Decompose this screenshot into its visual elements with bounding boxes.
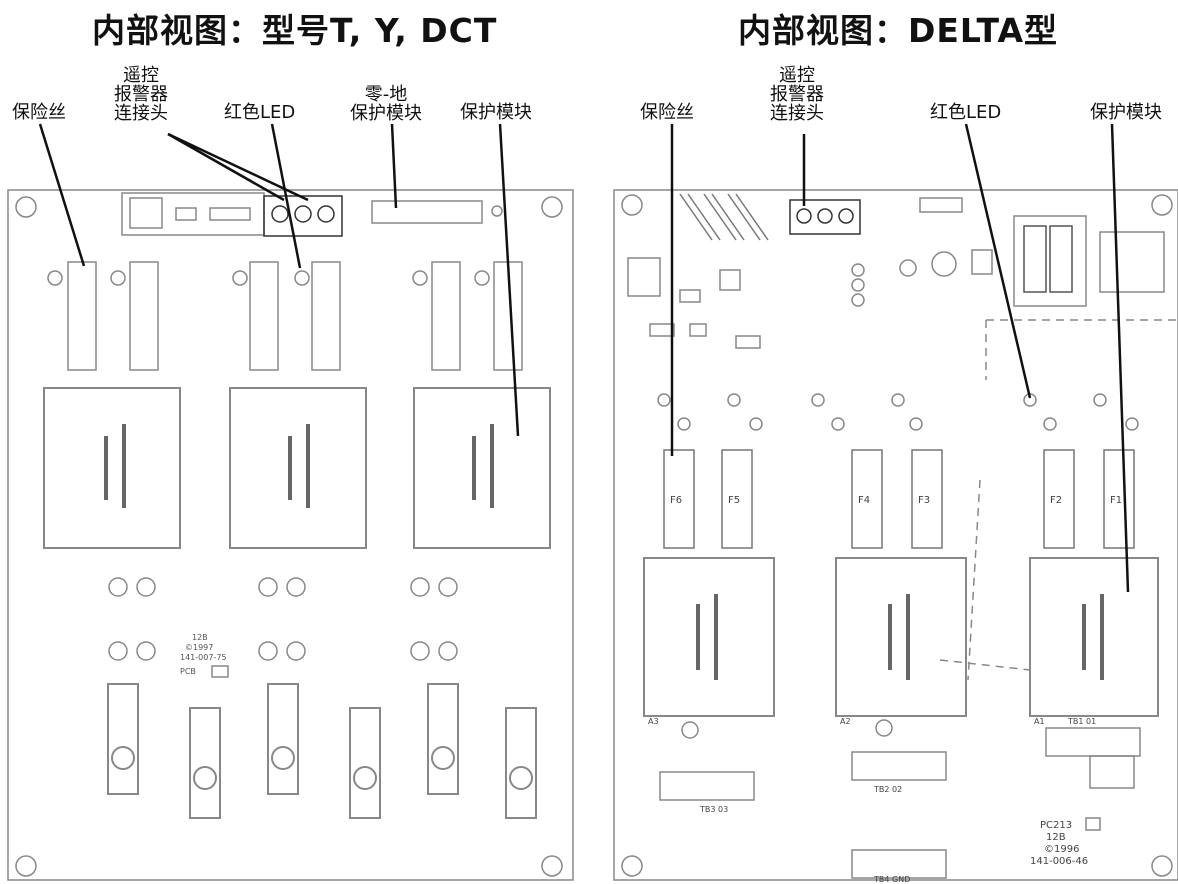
left-label-remote-line1: 遥控	[123, 65, 159, 86]
left-board-outline	[7, 189, 574, 881]
right-protection-modules	[643, 557, 1159, 717]
right-leader-lines	[670, 123, 1130, 593]
right-terminal-strip-tb4	[851, 849, 947, 879]
left-label-fuse: 保险丝	[12, 102, 66, 123]
left-mount-hole-bl	[15, 855, 37, 877]
tb3-label: TB3 03	[699, 805, 728, 814]
left-terminal-block	[263, 195, 343, 237]
left-board	[7, 189, 574, 881]
right-silkscreen: PC213 12B ©1996 141-006-46	[1030, 820, 1088, 867]
module-id-a2: A2	[840, 717, 851, 726]
module-id-a1: A1	[1034, 717, 1045, 726]
right-fuse-labels: F6 F5 F4 F3 F2 F1	[670, 495, 1122, 506]
fuse-label-f4: F4	[858, 495, 870, 506]
right-label-red-led: 红色LED	[930, 102, 1002, 123]
left-ng-module	[371, 200, 483, 224]
left-label-protection-module: 保护模块	[460, 102, 532, 123]
right-label-remote-line2: 报警器	[770, 84, 824, 105]
fuse-label-f3: F3	[918, 495, 930, 506]
right-terminal-strip-tb1	[1045, 727, 1141, 757]
left-label-ng-line1: 零-地	[364, 84, 408, 105]
right-board-outline	[613, 189, 1178, 881]
right-fuses	[663, 449, 1135, 549]
right-silk-3: ©1996	[1044, 844, 1079, 855]
left-protection-modules	[43, 387, 551, 549]
right-label-remote-alarm: 遥控 报警器 连接头	[770, 66, 824, 123]
fuse-label-f2: F2	[1050, 495, 1062, 506]
left-silkscreen: 12B ©1997 141-007-75 PCB	[180, 633, 227, 676]
right-terminal-block	[789, 199, 861, 235]
right-terminal-strip-tb3	[659, 771, 755, 801]
right-leds	[657, 393, 1139, 431]
left-silk-4: PCB	[180, 667, 196, 676]
left-mount-hole-tl	[15, 196, 37, 218]
left-label-remote-alarm: 遥控 报警器 连接头	[114, 66, 168, 123]
right-transformer	[1013, 215, 1087, 307]
right-terminal-labels: TB3 03 TB2 02 TB1 01 TB4 GND	[699, 717, 1096, 884]
left-leader-lines	[38, 123, 520, 437]
left-fuse-holders	[67, 261, 523, 371]
right-label-remote-line1: 遥控	[779, 65, 815, 86]
tb4-label: TB4 GND	[873, 875, 910, 884]
left-silk-2: ©1997	[185, 643, 213, 652]
right-terminal-strip-tb2	[851, 751, 947, 781]
left-silk-3: 141-007-75	[180, 653, 227, 662]
left-label-neutral-ground: 零-地 保护模块	[350, 85, 422, 123]
left-label-remote-line3: 连接头	[114, 103, 168, 124]
module-id-a3: A3	[648, 717, 659, 726]
right-label-fuse: 保险丝	[640, 102, 694, 123]
left-mount-hole-br	[541, 855, 563, 877]
right-board	[613, 189, 1178, 881]
tb1-label: TB1 01	[1067, 717, 1096, 726]
left-label-red-led: 红色LED	[224, 102, 296, 123]
right-label-protection-module: 保护模块	[1090, 102, 1162, 123]
right-silk-2: 12B	[1046, 832, 1066, 843]
left-title: 内部视图：型号T, Y, DCT	[92, 11, 498, 50]
left-label-remote-line2: 报警器	[114, 84, 168, 105]
left-mount-hole-tr	[541, 196, 563, 218]
left-label-ng-line2: 保护模块	[350, 103, 422, 124]
right-silk-1: PC213	[1040, 820, 1072, 831]
right-label-remote-line3: 连接头	[770, 103, 824, 124]
tb2-label: TB2 02	[873, 785, 902, 794]
right-module-ids: A3 A2 A1	[648, 717, 1045, 726]
left-rj-jack	[129, 197, 163, 229]
left-bus-bars	[107, 683, 537, 819]
left-silk-1: 12B	[192, 633, 208, 642]
right-silk-4: 141-006-46	[1030, 856, 1088, 867]
fuse-label-f5: F5	[728, 495, 740, 506]
left-studs	[108, 577, 458, 661]
fuse-label-f6: F6	[670, 495, 682, 506]
fuse-label-f1: F1	[1110, 495, 1122, 506]
right-title: 内部视图：DELTA型	[738, 11, 1058, 50]
